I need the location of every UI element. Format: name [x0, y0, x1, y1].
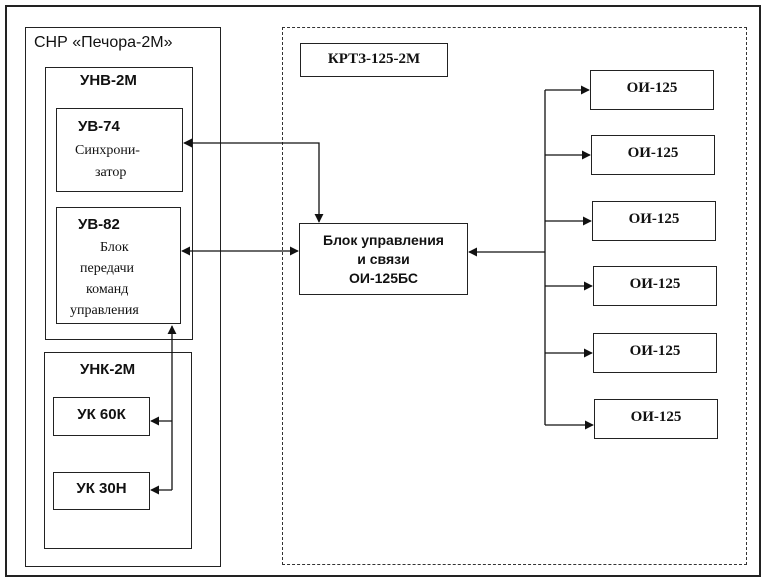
unv-title: УНВ-2М [80, 72, 137, 89]
oi-box-2 [591, 135, 715, 175]
oi-label-3: ОИ-125 [628, 211, 680, 227]
uv82-name: УВ-82 [78, 216, 120, 233]
uk60-label: УК 60К [77, 406, 126, 423]
oi-box-5 [593, 333, 717, 373]
uv82-desc-4: управления [70, 303, 139, 318]
oi-label-4: ОИ-125 [629, 276, 681, 292]
uk30-label: УК 30Н [76, 480, 127, 497]
krtz-title: КРТЗ-125-2М [327, 51, 421, 67]
control-line-1: Блок управления [323, 232, 444, 248]
control-box [299, 223, 468, 295]
uv74-box [56, 108, 183, 192]
uk30-box [53, 472, 150, 510]
uv74-desc-1: Синхрони- [75, 143, 140, 158]
oi-label-2: ОИ-125 [627, 145, 679, 161]
oi-label-1: ОИ-125 [626, 80, 678, 96]
control-line-2: и связи [357, 251, 410, 267]
control-line-3: ОИ-125БС [349, 270, 418, 286]
krtz-block [282, 27, 747, 565]
oi-label-5: ОИ-125 [629, 343, 681, 359]
uv74-name: УВ-74 [78, 118, 120, 135]
snr-title: СНР «Печора-2М» [34, 34, 173, 51]
oi-box-4 [593, 266, 717, 306]
unk-title: УНК-2М [80, 361, 136, 378]
uk60-box [53, 397, 150, 436]
oi-label-6: ОИ-125 [630, 409, 682, 425]
uv82-desc-1: Блок [100, 240, 129, 255]
unk-block [44, 352, 192, 549]
oi-box-6 [594, 399, 718, 439]
uv82-box [56, 207, 181, 324]
krtz-title-box [300, 43, 448, 77]
uv82-desc-2: передачи [80, 261, 135, 276]
oi-box-1 [590, 70, 714, 110]
uv74-desc-2: затор [95, 165, 127, 180]
oi-box-3 [592, 201, 716, 241]
uv82-desc-3: команд [86, 282, 129, 297]
